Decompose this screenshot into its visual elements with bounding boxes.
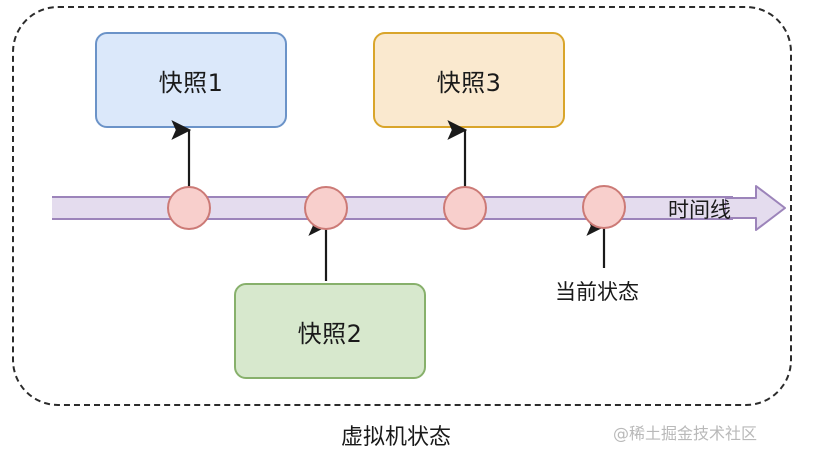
watermark-text: @稀土掘金技术社区 [613,424,758,443]
vm-state-container [12,6,792,406]
timeline-arrowhead-icon [725,185,786,231]
timeline-node-snapshot-1[interactable] [167,186,211,230]
snapshot-1-label: 快照1 [158,68,224,97]
snapshot-3-label: 快照3 [436,68,502,97]
snapshot-3-box: 快照3 [373,32,565,128]
timeline-node-snapshot-3[interactable] [443,186,487,230]
diagram-caption: 虚拟机状态 [341,425,452,450]
timeline-bar [52,196,733,220]
snapshot-2-box: 快照2 [234,283,426,379]
current-state-label: 当前状态 [555,280,639,304]
snapshot-2-label: 快照2 [297,319,363,348]
timeline-label: 时间线 [668,198,731,222]
snapshot-1-box: 快照1 [95,32,287,128]
timeline-node-snapshot-2[interactable] [304,186,348,230]
timeline-node-current-state[interactable] [582,185,626,229]
